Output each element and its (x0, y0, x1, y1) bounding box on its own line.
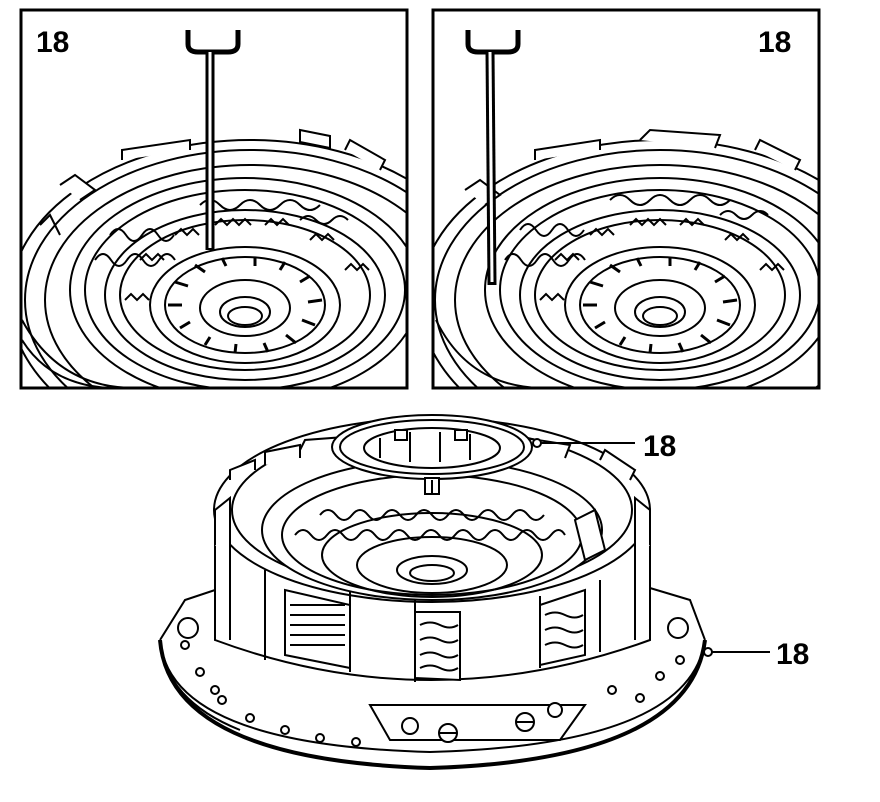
callout-lower: 18 (703, 638, 809, 671)
panel-left-label: 18 (36, 26, 69, 59)
panel-right: 18 (431, 8, 821, 390)
panel-left: 18 (19, 8, 409, 390)
upper-seal-ring (331, 414, 533, 495)
panel-right-label: 18 (758, 26, 791, 59)
clutch-pack-windows (284, 588, 586, 682)
drum-castellations (214, 435, 651, 560)
exploded-assembly: 18 18 (158, 414, 809, 771)
callout-upper: 18 (532, 430, 676, 463)
base-bolt-holes (180, 640, 685, 747)
gear-teeth-1 (124, 217, 370, 302)
pick-tool-icon (465, 30, 521, 286)
pick-tool-icon (185, 30, 241, 250)
callout-lower-label: 18 (776, 638, 809, 671)
bearing-rollers-2 (583, 257, 738, 354)
clutch-assembly-view-2 (434, 128, 818, 387)
clutch-assembly-view-1 (22, 128, 406, 387)
callout-upper-label: 18 (643, 430, 676, 463)
gear-teeth-2 (539, 217, 785, 302)
bearing-rollers-1 (168, 257, 323, 354)
